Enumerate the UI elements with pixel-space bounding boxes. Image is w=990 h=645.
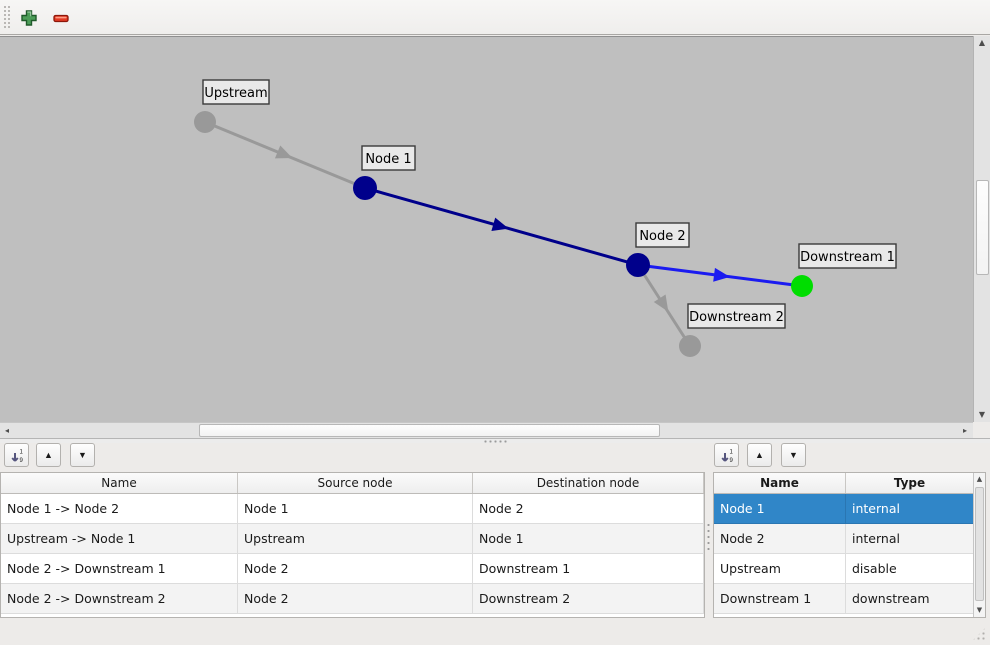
- column-header-name[interactable]: Name: [714, 473, 846, 493]
- edges-table-row[interactable]: Node 2 -> Downstream 2 Node 2 Downstream…: [1, 584, 704, 614]
- edge-source-cell: Node 1: [238, 494, 473, 524]
- edges-sort-button[interactable]: 1 9: [4, 443, 29, 467]
- column-header-type[interactable]: Type: [846, 473, 974, 493]
- sort-ascending-icon: 1 9: [720, 449, 733, 463]
- bottom-panel: 1 9 ▲ ▼ 1 9 ▲ ▼ Name Source: [0, 443, 990, 645]
- triangle-up-icon: ▲: [44, 450, 53, 460]
- nodes-table-scrollbar[interactable]: ▲ ▼: [973, 473, 985, 617]
- triangle-down-icon: ▼: [789, 450, 798, 460]
- arrowhead-icon: [713, 267, 730, 282]
- edge-destination-cell: Downstream 1: [473, 554, 704, 584]
- edges-table-row[interactable]: Upstream -> Node 1 Upstream Node 1: [1, 524, 704, 554]
- column-header-name[interactable]: Name: [1, 473, 238, 493]
- vertical-scrollbar-thumb[interactable]: [976, 180, 989, 275]
- node-upstream[interactable]: [194, 111, 216, 133]
- column-header-source-node[interactable]: Source node: [238, 473, 473, 493]
- node-label-text: Downstream 1: [800, 250, 895, 265]
- node-label-node2[interactable]: Node 2: [635, 222, 690, 248]
- node-downstream1[interactable]: [791, 275, 813, 297]
- node-node1[interactable]: [353, 176, 377, 200]
- scroll-up-arrow-icon[interactable]: ▲: [974, 36, 990, 50]
- node-type-cell: internal: [846, 494, 974, 524]
- scroll-down-arrow-icon[interactable]: ▼: [974, 408, 990, 422]
- arrowhead-icon: [274, 145, 293, 159]
- remove-node-button[interactable]: [48, 5, 74, 31]
- edge-source-cell: Node 2: [238, 584, 473, 614]
- edge-destination-cell: Downstream 2: [473, 584, 704, 614]
- main-toolbar: [0, 0, 990, 35]
- minus-icon: [53, 14, 69, 23]
- edges-move-down-button[interactable]: ▼: [70, 443, 95, 467]
- svg-text:9: 9: [729, 458, 733, 463]
- edges-table: Name Source node Destination node Node 1…: [0, 472, 705, 618]
- triangle-up-icon: ▲: [755, 450, 764, 460]
- nodes-table-header: Name Type: [714, 473, 985, 494]
- scroll-up-arrow-icon[interactable]: ▲: [974, 473, 985, 486]
- node-label-text: Downstream 2: [689, 310, 784, 325]
- nodes-table-row[interactable]: Downstream 1 downstream: [714, 584, 985, 614]
- svg-text:1: 1: [729, 449, 733, 455]
- plus-icon: [21, 10, 37, 26]
- node-label-node1[interactable]: Node 1: [361, 145, 416, 171]
- node-label-upstream[interactable]: Upstream: [202, 79, 270, 105]
- column-header-destination-node[interactable]: Destination node: [473, 473, 704, 493]
- nodes-table-row[interactable]: Node 2 internal: [714, 524, 985, 554]
- nodes-table-row[interactable]: Upstream disable: [714, 554, 985, 584]
- arrowhead-icon: [491, 217, 509, 232]
- graph-canvas[interactable]: Upstream Node 1 Node 2 Downstream 1 Down…: [0, 36, 973, 422]
- node-type-cell: internal: [846, 524, 974, 554]
- canvas-vertical-scrollbar[interactable]: ▲ ▼: [973, 36, 990, 422]
- node-name-cell: Upstream: [714, 554, 846, 584]
- nodes-scrollbar-thumb[interactable]: [975, 487, 984, 601]
- node-name-cell: Node 1: [714, 494, 846, 524]
- nodes-move-down-button[interactable]: ▼: [781, 443, 806, 467]
- edge-source-cell: Node 2: [238, 554, 473, 584]
- edges-move-up-button[interactable]: ▲: [36, 443, 61, 467]
- node-label-text: Upstream: [204, 86, 267, 101]
- scroll-left-arrow-icon[interactable]: ◂: [0, 423, 14, 438]
- nodes-table-row-selected[interactable]: Node 1 internal: [714, 494, 985, 524]
- node-label-text: Node 2: [639, 229, 685, 244]
- edge-destination-cell: Node 1: [473, 524, 704, 554]
- node-label-downstream1[interactable]: Downstream 1: [798, 243, 897, 269]
- splitter-grip-icon: [707, 522, 710, 552]
- edge-source-cell: Upstream: [238, 524, 473, 554]
- node-name-cell: Downstream 1: [714, 584, 846, 614]
- scroll-right-arrow-icon[interactable]: ▸: [958, 423, 972, 438]
- splitter-grip-icon: [483, 440, 509, 443]
- nodes-move-up-button[interactable]: ▲: [747, 443, 772, 467]
- node-label-downstream2[interactable]: Downstream 2: [687, 303, 786, 329]
- edge-name-cell: Node 2 -> Downstream 2: [1, 584, 238, 614]
- horizontal-scrollbar-thumb[interactable]: [199, 424, 660, 437]
- edge-destination-cell: Node 2: [473, 494, 704, 524]
- horizontal-pane-splitter[interactable]: [0, 438, 990, 443]
- edges-table-row[interactable]: Node 1 -> Node 2 Node 1 Node 2: [1, 494, 704, 524]
- nodes-table: Name Type Node 1 internal Node 2 interna…: [713, 472, 986, 618]
- edges-table-header: Name Source node Destination node: [1, 473, 704, 494]
- node-type-cell: downstream: [846, 584, 974, 614]
- scroll-down-arrow-icon[interactable]: ▼: [974, 604, 985, 617]
- node-type-cell: disable: [846, 554, 974, 584]
- sort-ascending-icon: 1 9: [10, 449, 23, 463]
- node-name-cell: Node 2: [714, 524, 846, 554]
- svg-text:9: 9: [19, 458, 23, 463]
- nodes-sort-button[interactable]: 1 9: [714, 443, 739, 467]
- triangle-down-icon: ▼: [78, 450, 87, 460]
- edge-name-cell: Node 1 -> Node 2: [1, 494, 238, 524]
- canvas-horizontal-scrollbar[interactable]: ◂ ▸: [0, 422, 973, 438]
- edge-name-cell: Upstream -> Node 1: [1, 524, 238, 554]
- vertical-pane-splitter[interactable]: [706, 472, 712, 618]
- edges-table-row[interactable]: Node 2 -> Downstream 1 Node 2 Downstream…: [1, 554, 704, 584]
- add-node-button[interactable]: [16, 5, 42, 31]
- svg-text:1: 1: [19, 449, 23, 455]
- arrowhead-icon: [653, 294, 669, 312]
- node-downstream2[interactable]: [679, 335, 701, 357]
- edge-name-cell: Node 2 -> Downstream 1: [1, 554, 238, 584]
- toolbar-drag-handle[interactable]: [3, 5, 10, 30]
- node-node2[interactable]: [626, 253, 650, 277]
- node-label-text: Node 1: [365, 152, 411, 167]
